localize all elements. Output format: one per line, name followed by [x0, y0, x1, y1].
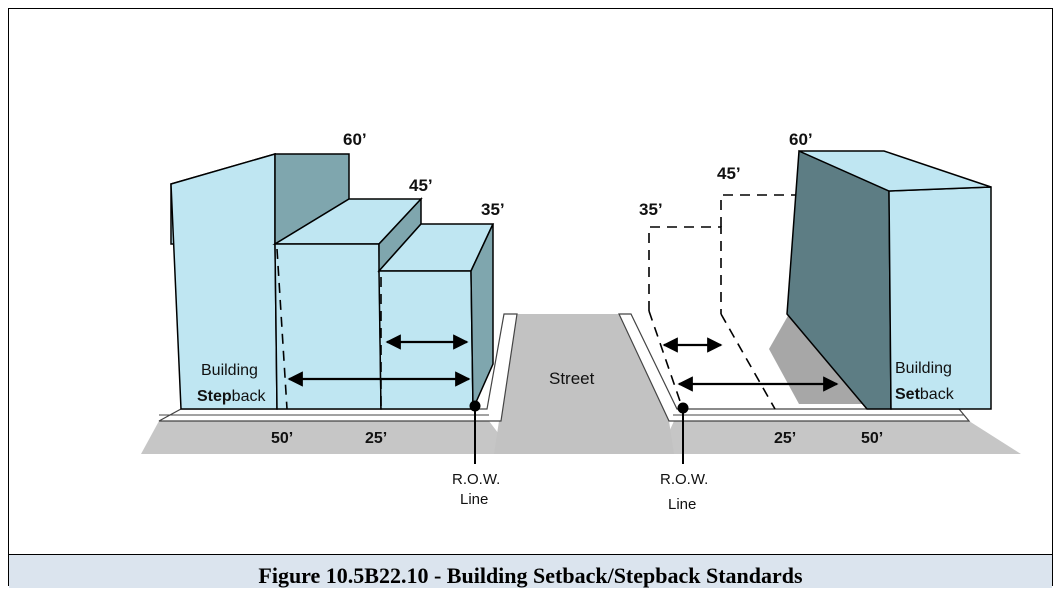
ground-right	[659, 421, 1021, 454]
right-height-60: 60’	[789, 130, 813, 149]
right-height-45: 45’	[717, 164, 741, 183]
right-height-35: 35’	[639, 200, 663, 219]
figure-caption: Figure 10.5B22.10 - Building Setback/Ste…	[258, 563, 803, 588]
sidewalk-left	[158, 313, 518, 422]
right-row-label-line1: R.O.W.	[660, 471, 708, 488]
left-row-label-line2: Line	[460, 491, 488, 508]
right-building-label-bold: Set	[895, 386, 921, 403]
right-distance-25: 25’	[774, 430, 796, 447]
left-height-35: 35’	[481, 200, 505, 219]
left-height-45: 45’	[409, 176, 433, 195]
left-distance-25: 25’	[365, 430, 387, 447]
right-distance-50: 50’	[861, 430, 883, 447]
left-building-label-line1: Building	[201, 362, 258, 379]
setback-stepback-diagram: 60’ 45’ 35’ Building Stepback 50’ 25’ R.…	[141, 130, 1021, 513]
left-distance-50: 50’	[271, 430, 293, 447]
right-building-label-line2: Setback	[895, 386, 955, 403]
street	[494, 314, 674, 454]
right-building	[648, 149, 992, 464]
left-building-label-rest: back	[232, 388, 267, 405]
street-label: Street	[549, 369, 595, 388]
right-building-label-rest: back	[920, 386, 955, 403]
caption-bar: Figure 10.5B22.10 - Building Setback/Ste…	[9, 554, 1052, 588]
right-row-label-line2: Line	[668, 496, 696, 513]
left-row-label-line1: R.O.W.	[452, 471, 500, 488]
left-building-label-bold: Step	[197, 388, 232, 405]
ground-left	[141, 421, 514, 454]
left-height-60: 60’	[343, 130, 367, 149]
right-building-label-line1: Building	[895, 360, 952, 377]
figure-frame: 60’ 45’ 35’ Building Stepback 50’ 25’ R.…	[8, 8, 1053, 588]
left-building-label-line2: Stepback	[197, 388, 266, 405]
left-building	[170, 153, 495, 464]
